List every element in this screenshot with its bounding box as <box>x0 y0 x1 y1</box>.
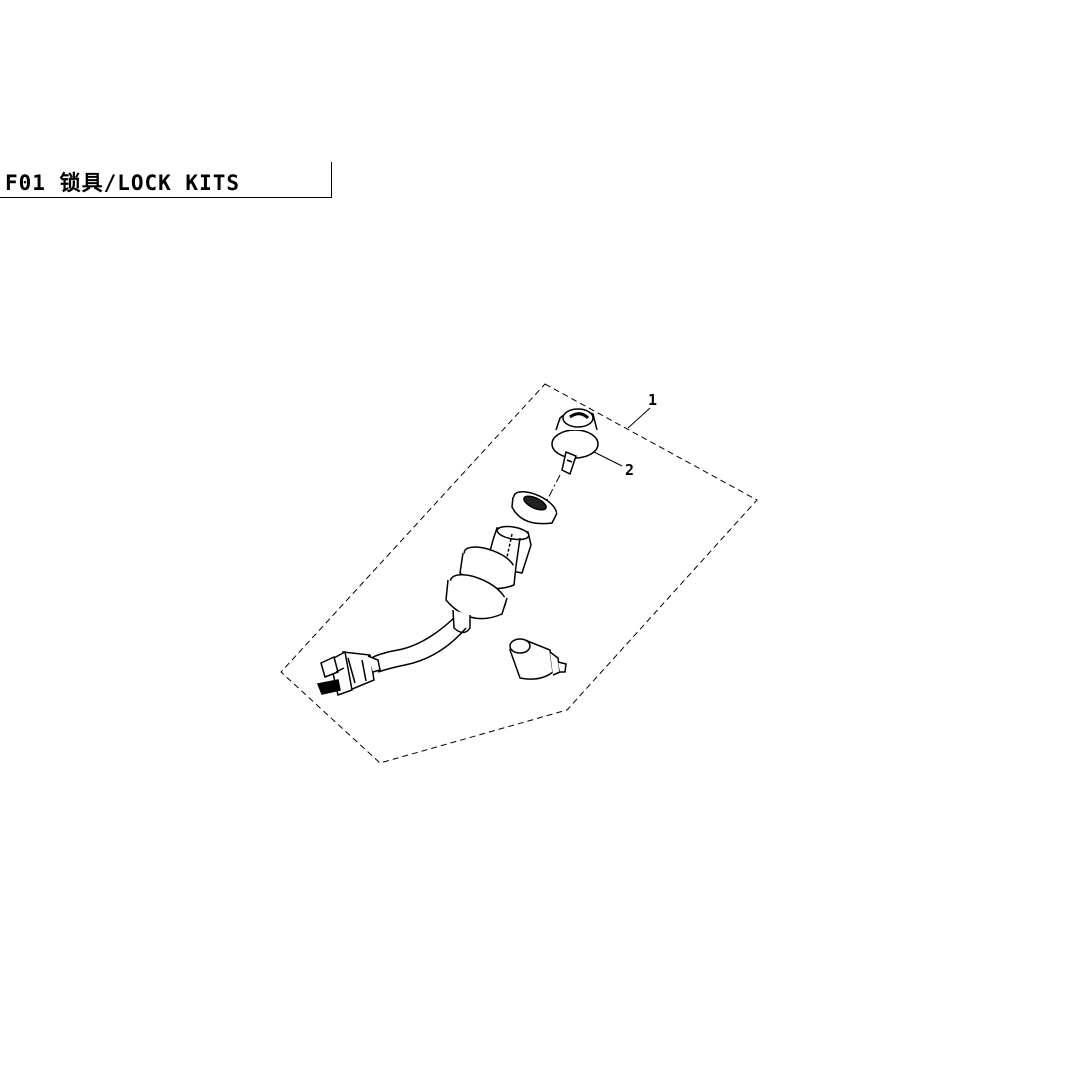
wire-connector <box>316 650 381 696</box>
leader-line-2 <box>593 451 623 467</box>
lock-cylinder-body <box>445 525 532 634</box>
dust-cap <box>509 638 567 680</box>
callout-2: 2 <box>625 461 634 479</box>
callout-1: 1 <box>648 391 657 409</box>
key-part <box>551 408 599 476</box>
page-title: F01 锁具/LOCK KITS <box>5 171 241 195</box>
title-frame <box>0 162 332 198</box>
kit-boundary <box>280 383 758 764</box>
wire-harness <box>372 617 467 673</box>
leader-line-1 <box>627 407 651 429</box>
lock-nut-ring <box>511 490 558 525</box>
